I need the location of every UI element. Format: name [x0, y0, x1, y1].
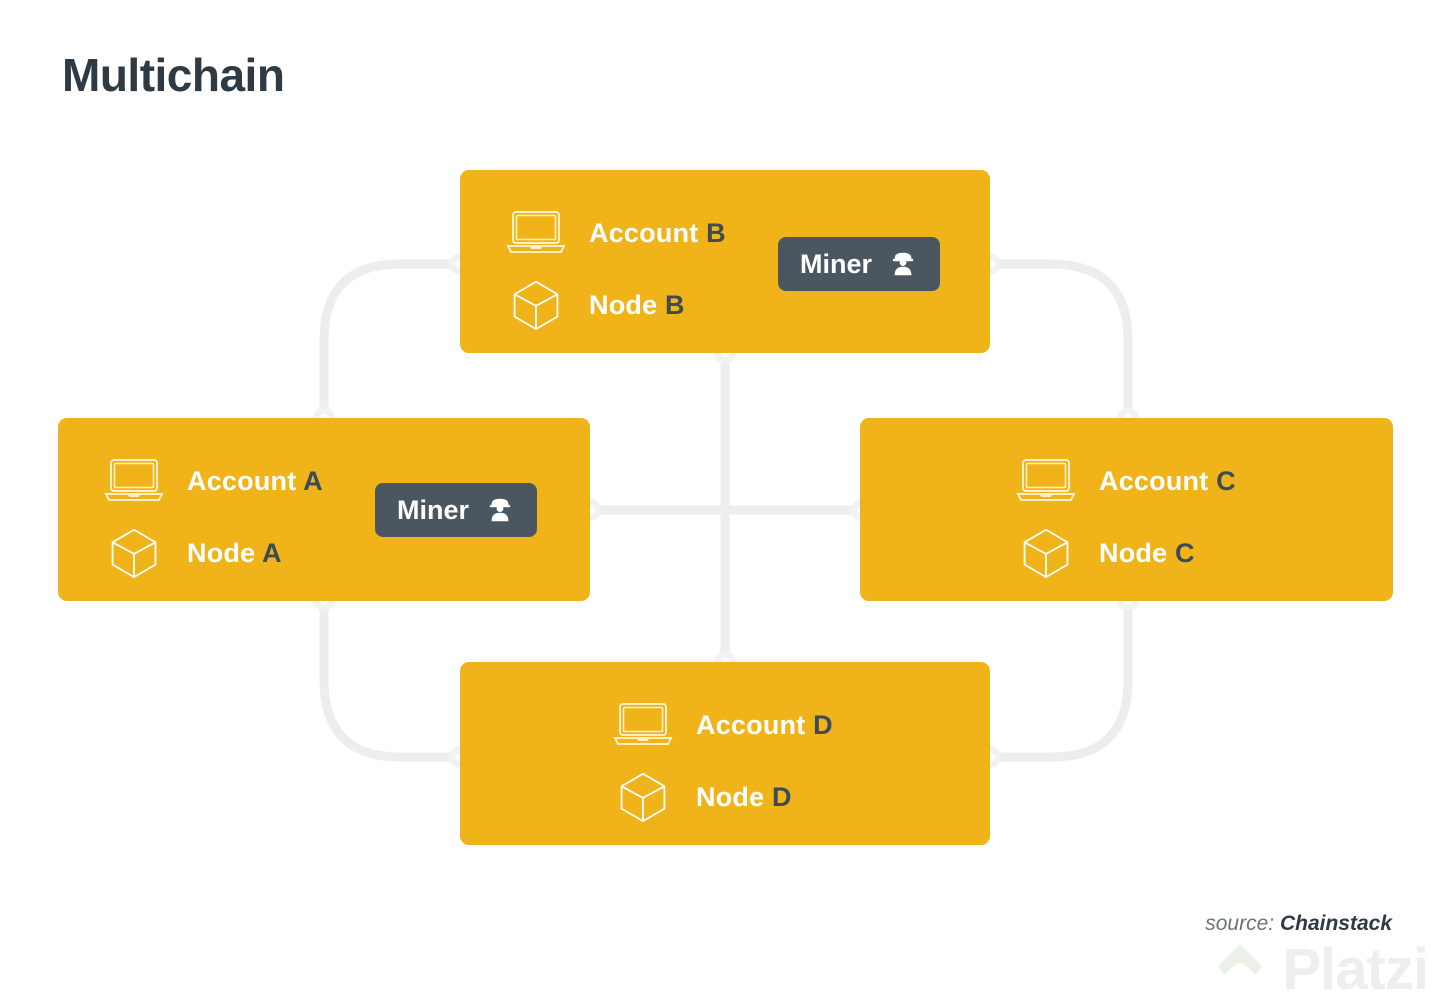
node-a-account-row: Account A	[103, 456, 323, 506]
node-box-a[interactable]: Account A Node A Miner	[58, 418, 590, 601]
node-d-node-label: Node D	[696, 781, 792, 812]
node-c-node-row: Node C	[1015, 528, 1236, 579]
node-d-account-row: Account D	[612, 700, 833, 750]
node-c-account-row: Account C	[1015, 456, 1236, 506]
miner-icon	[888, 249, 918, 279]
laptop-icon	[612, 700, 674, 750]
node-d-account-label: Account D	[696, 709, 833, 740]
connection-a-d	[319, 595, 465, 762]
node-d-account-letter: D	[813, 709, 833, 740]
node-b-node-letter: B	[665, 289, 685, 320]
node-b-node-row: Node B	[505, 280, 726, 331]
node-c-account-label: Account C	[1099, 465, 1236, 496]
node-c-node-label: Node C	[1099, 537, 1195, 568]
cube-icon	[1015, 528, 1077, 579]
source-attribution: source: Chainstack	[1205, 912, 1392, 936]
cube-icon	[103, 528, 165, 579]
node-box-c[interactable]: Account C Node C	[860, 418, 1393, 601]
node-d-node-letter: D	[772, 781, 792, 812]
connection-b-c	[985, 259, 1133, 423]
laptop-icon	[505, 208, 567, 258]
node-b-account-letter: B	[706, 217, 726, 248]
source-name: Chainstack	[1279, 912, 1392, 935]
node-b-account-row: Account B	[505, 208, 726, 258]
platzi-wordmark: Platzi	[1282, 936, 1429, 1002]
cube-icon	[612, 772, 674, 823]
laptop-icon	[103, 456, 165, 506]
miner-icon	[485, 495, 515, 525]
platzi-logo-icon	[1211, 938, 1269, 1001]
platzi-watermark: Platzi	[1211, 938, 1429, 1001]
node-c-node-letter: C	[1175, 537, 1195, 568]
node-c-account-letter: C	[1216, 465, 1236, 496]
laptop-icon	[1015, 456, 1077, 506]
miner-badge-a[interactable]: Miner	[375, 483, 538, 537]
page-title: Multichain	[62, 49, 285, 101]
connection-c-d	[985, 595, 1133, 762]
node-b-node-label: Node B	[589, 289, 685, 320]
source-prefix: source:	[1205, 912, 1275, 935]
node-a-account-label: Account A	[187, 465, 323, 496]
node-a-node-letter: A	[262, 537, 282, 568]
miner-badge-a-label: Miner	[397, 494, 470, 525]
connection-b-a	[319, 259, 465, 423]
node-a-node-row: Node A	[103, 528, 323, 579]
cube-icon	[505, 280, 567, 331]
node-a-node-label: Node A	[187, 537, 282, 568]
miner-badge-b-label: Miner	[800, 248, 873, 279]
node-d-node-row: Node D	[612, 772, 833, 823]
miner-badge-b[interactable]: Miner	[778, 237, 941, 291]
node-box-b[interactable]: Account B Node B Miner	[460, 170, 990, 353]
node-box-d[interactable]: Account D Node D	[460, 662, 990, 845]
node-b-account-label: Account B	[589, 217, 726, 248]
node-a-account-letter: A	[303, 465, 323, 496]
